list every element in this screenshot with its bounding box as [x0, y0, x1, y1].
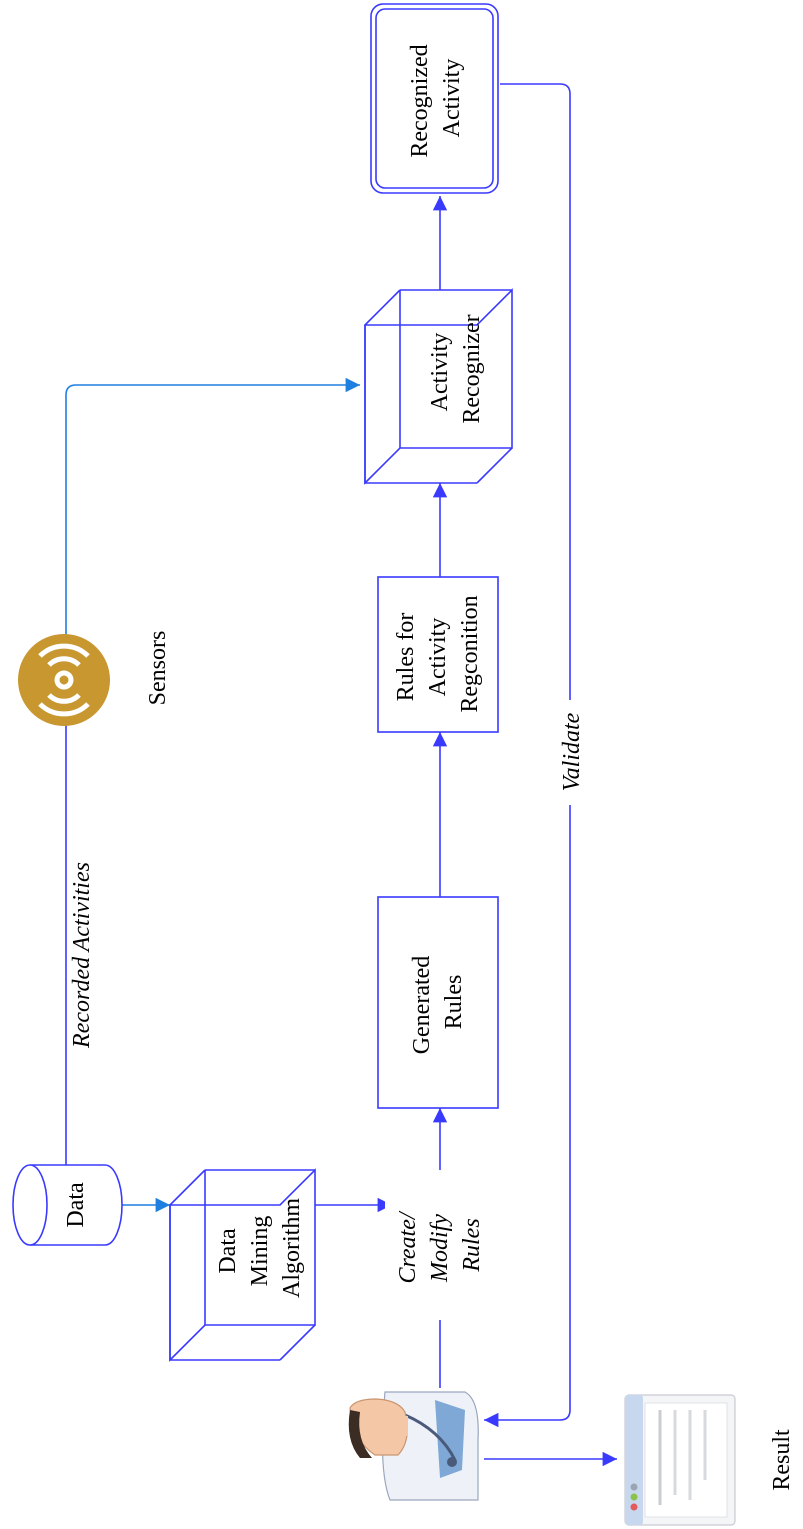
rules-activity-line3: Regconition	[457, 595, 483, 712]
activity-recognizer-line2: Recognizer	[459, 314, 485, 423]
svg-text:Activity Recognizer: Activity Recognizer	[427, 314, 485, 423]
rules-activity-line1: Rules for	[393, 613, 419, 702]
generated-rules-box: Generated Rules	[377, 896, 499, 1109]
doctor-icon	[348, 1391, 479, 1501]
data-store: Data	[12, 1164, 123, 1246]
data-label: Data	[63, 1182, 89, 1228]
modify-label: Modify	[427, 1214, 453, 1283]
recognized-activity-line2: Activity	[439, 59, 465, 138]
svg-text:Generated Rules: Generated Rules	[409, 950, 467, 1055]
rules-label: Rules	[459, 1218, 485, 1272]
recognized-activity-line1: Recognized	[407, 44, 433, 157]
activity-recognizer-box: Activity Recognizer	[364, 288, 513, 485]
sensor-feed-arrow	[65, 377, 360, 640]
validate-label-group: Validate	[558, 700, 585, 805]
svg-text:Data Mining Algori: Data Mining Algorithm	[215, 1198, 305, 1298]
generated-rules-line1: Generated	[409, 956, 435, 1055]
recognized-activity-box: Recognized Activity	[370, 3, 499, 194]
validate-arrow	[484, 83, 571, 1428]
rules-activity-line2: Activity	[425, 618, 451, 697]
data-mining-line3: Algorithm	[279, 1198, 305, 1298]
data-mining-line1: Data	[215, 1228, 241, 1274]
sensor-icon	[18, 634, 110, 726]
svg-text:Rules for Activity: Rules for Activity Regconition	[393, 595, 483, 712]
activity-recognizer-line1: Activity	[427, 333, 453, 412]
create-label: Create/	[395, 1210, 421, 1283]
result-label: Result	[769, 1429, 795, 1491]
validate-label: Validate	[559, 712, 585, 791]
data-mining-line2: Mining	[247, 1216, 273, 1287]
generated-rules-line2: Rules	[441, 975, 467, 1030]
create-modify-label-group: Create/ Modify Rules	[385, 1170, 495, 1320]
svg-text:Recognized Activity: Recognized Activity	[407, 38, 465, 157]
report-window-icon	[624, 1394, 736, 1526]
data-mining-algorithm-box: Data Mining Algorithm	[169, 1168, 316, 1362]
svg-text:Create/ Modify Rul: Create/ Modify Rules	[395, 1206, 485, 1283]
sensors-label: Sensors	[145, 631, 171, 706]
recorded-activities-label: Recorded Activities	[69, 862, 95, 1049]
rules-for-activity-box: Rules for Activity Regconition	[377, 576, 499, 733]
